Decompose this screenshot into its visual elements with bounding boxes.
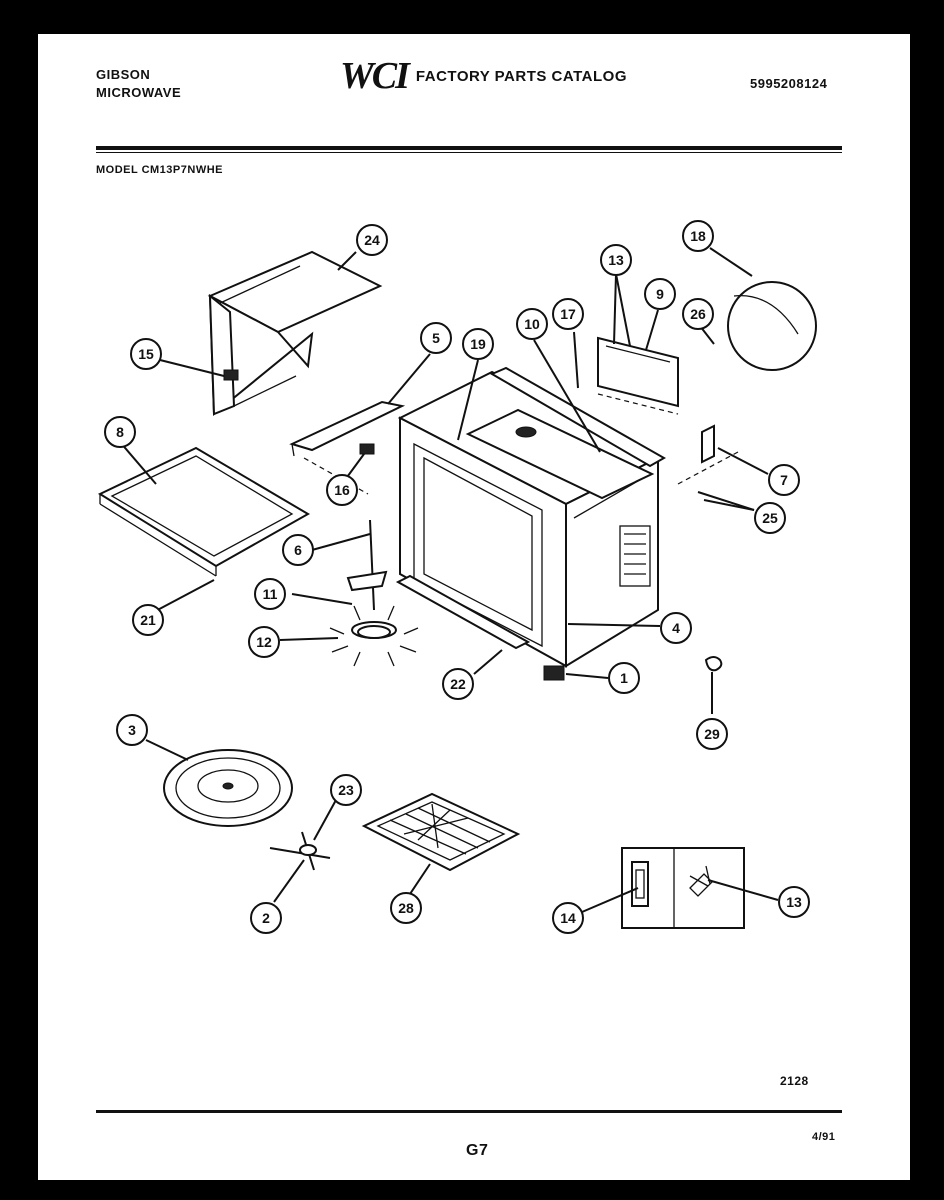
callout-14: 14 [552, 902, 584, 934]
callout-19: 19 [462, 328, 494, 360]
callout-18: 18 [682, 220, 714, 252]
page-number: G7 [466, 1142, 489, 1159]
callout-28: 28 [390, 892, 422, 924]
callout-25: 25 [754, 502, 786, 534]
rear-panel-part [97, 446, 311, 577]
svg-text:2: 2 [262, 910, 270, 926]
callout-4: 4 [660, 612, 692, 644]
catalog-title: FACTORY PARTS CATALOG [415, 67, 627, 85]
callout-16: 16 [326, 474, 358, 506]
svg-text:7: 7 [780, 472, 788, 488]
svg-text:24: 24 [364, 232, 380, 248]
brand-block: GIBSON MICROWAVE [96, 66, 181, 102]
header-rule [96, 146, 842, 150]
svg-text:13: 13 [786, 894, 802, 910]
svg-text:8: 8 [116, 424, 124, 440]
callout-5: 5 [420, 322, 452, 354]
svg-text:9: 9 [656, 286, 664, 302]
svg-text:18: 18 [690, 228, 706, 244]
svg-text:19: 19 [470, 336, 486, 352]
catalog-part-number: 5995208124 [750, 76, 828, 91]
brand-name: GIBSON [96, 67, 151, 82]
svg-text:21: 21 [140, 612, 156, 628]
control-panel-part [597, 336, 679, 415]
svg-text:29: 29 [704, 726, 720, 742]
cooking-rack-part [361, 792, 521, 872]
stirrer-assembly [329, 519, 419, 667]
callout-10: 10 [516, 308, 548, 340]
header-rule-thin [96, 152, 842, 153]
leader-lines [119, 247, 779, 913]
svg-text:11: 11 [263, 586, 278, 602]
callout-13: 13 [600, 244, 632, 276]
figure-number: 2128 [780, 1074, 809, 1088]
inset-parts-box [621, 847, 745, 929]
svg-text:23: 23 [338, 782, 354, 798]
roller-guide-part [269, 831, 331, 871]
callout-26: 26 [682, 298, 714, 330]
callout-23: 23 [330, 774, 362, 806]
callout-12: 12 [248, 626, 280, 658]
bracket-part [701, 424, 715, 464]
callout-22: 22 [442, 668, 474, 700]
svg-text:15: 15 [138, 346, 154, 362]
wci-logo: WCI [340, 55, 410, 97]
svg-text:10: 10 [524, 316, 540, 332]
svg-text:5: 5 [432, 330, 440, 346]
exploded-parts-diagram: 24 15 8 21 5 16 19 10 17 13 9 26 18 7 25… [97, 220, 817, 934]
turntable-tray-part [163, 749, 293, 827]
svg-text:1: 1 [620, 670, 628, 686]
svg-text:13: 13 [608, 252, 624, 268]
callout-15: 15 [130, 338, 162, 370]
callout-1: 1 [608, 662, 640, 694]
callout-29: 29 [696, 718, 728, 750]
svg-text:12: 12 [256, 634, 272, 650]
svg-text:3: 3 [128, 722, 136, 738]
footer-rule [96, 1110, 842, 1113]
model-label: MODEL CM13P7NWHE [96, 164, 223, 176]
svg-text:6: 6 [294, 542, 302, 558]
callout-3: 3 [116, 714, 148, 746]
svg-text:4: 4 [672, 620, 680, 636]
callout-2: 2 [250, 902, 282, 934]
svg-text:14: 14 [560, 910, 576, 926]
callout-11: 11 [254, 578, 286, 610]
svg-text:28: 28 [398, 900, 414, 916]
svg-text:22: 22 [450, 676, 466, 692]
svg-text:17: 17 [560, 306, 576, 322]
svg-text:26: 26 [690, 306, 706, 322]
svg-text:25: 25 [762, 510, 778, 526]
callout-8: 8 [104, 416, 136, 448]
clip-part [704, 656, 723, 672]
callout-6: 6 [282, 534, 314, 566]
callout-17: 17 [552, 298, 584, 330]
date-code: 4/91 [812, 1131, 836, 1143]
switch-part [543, 665, 565, 681]
oven-cavity-assembly [395, 366, 667, 668]
callout-24: 24 [356, 224, 388, 256]
product-type: MICROWAVE [96, 85, 182, 100]
callout-9: 9 [644, 278, 676, 310]
catalog-heading: WCI FACTORY PARTS CATALOG [340, 55, 627, 97]
svg-text:16: 16 [334, 482, 350, 498]
callout-13-inset: 13 [778, 886, 810, 918]
callout-21: 21 [132, 604, 164, 636]
gasket-ring-part [727, 281, 817, 371]
screw-part [359, 443, 375, 455]
callout-7: 7 [768, 464, 800, 496]
catalog-page: GIBSON MICROWAVE WCI FACTORY PARTS CATAL… [38, 34, 910, 1180]
outer-cover-part [207, 250, 383, 417]
